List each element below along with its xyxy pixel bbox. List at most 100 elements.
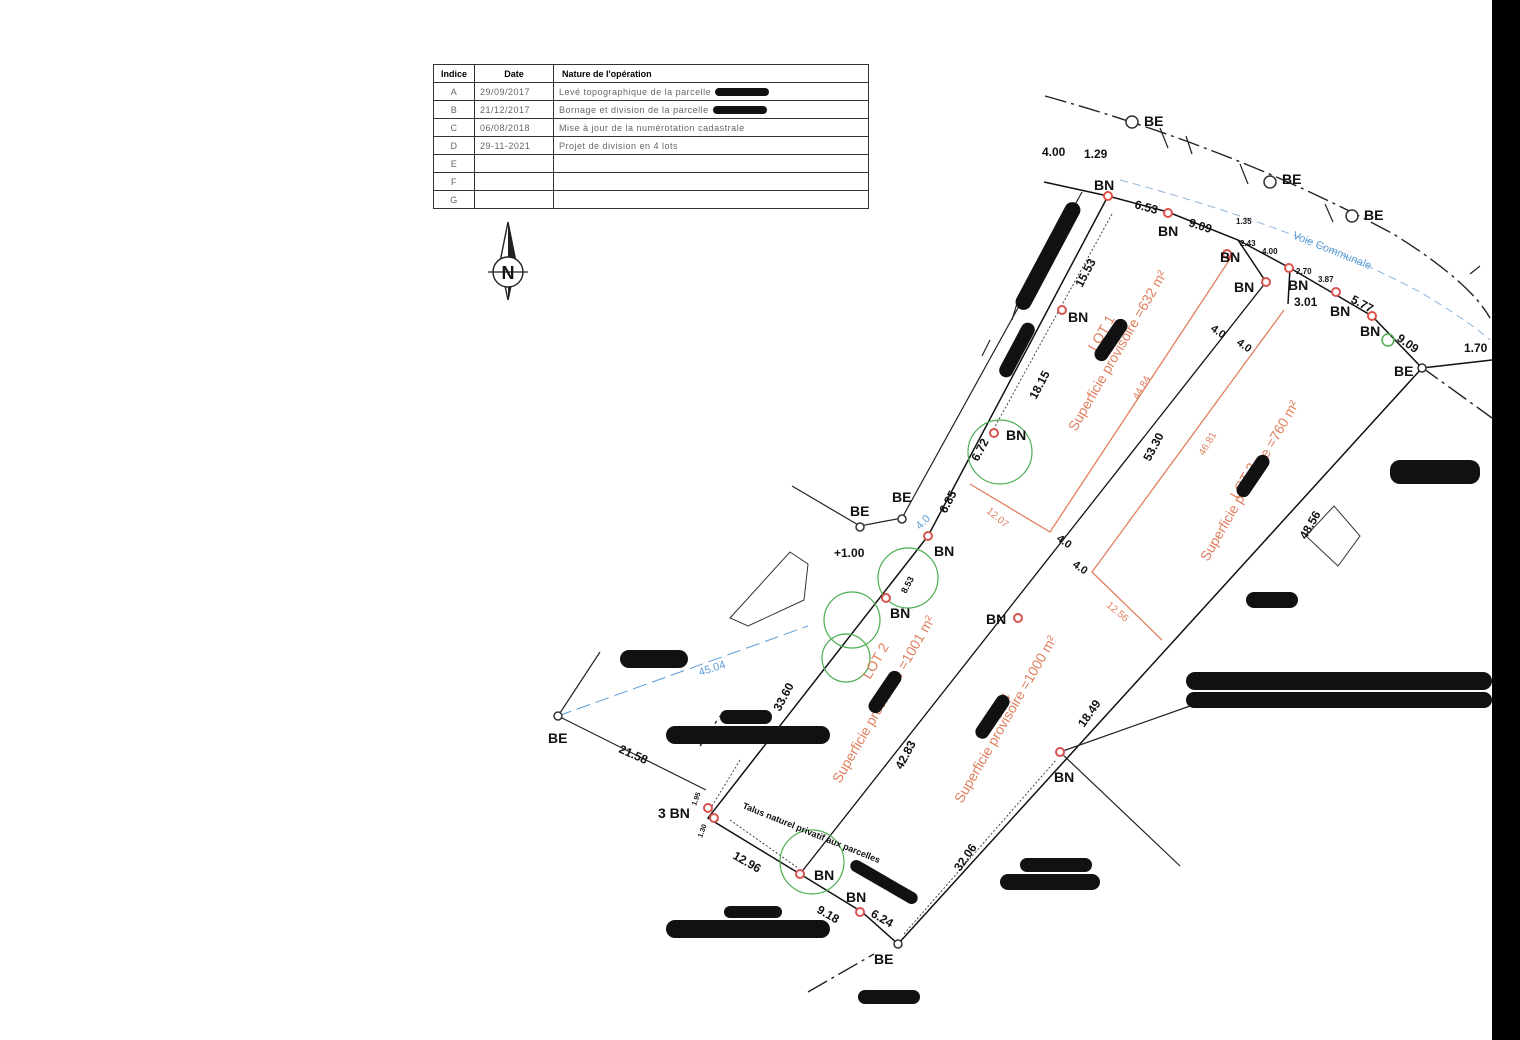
bn-label: BN [814,867,834,883]
tree-icon [967,419,1033,485]
dimension-label: 9.09 [1187,216,1214,237]
dimension-label: 6.24 [869,906,897,930]
north-label: N [502,263,515,283]
revision-table-header: Indice Date Nature de l'opération [433,64,869,83]
bn-label: BN [986,611,1006,627]
marker-icon [1103,191,1113,201]
marker-icon [1222,249,1232,259]
dimension-label: 1.95 [691,791,702,806]
row-nature-text: Levé topographique de la parcelle [559,86,712,97]
be-label: BE [874,951,893,967]
dimension-label: 12.96 [731,848,764,875]
marker-icon [881,593,891,603]
lot-4-area: Superficie provisoire =1000 m² [951,632,1060,805]
bn-label: BN [1330,303,1350,319]
green-markers [1381,333,1395,347]
bn-label: BN [1288,277,1308,293]
dimension-label: 3.87 [1318,275,1334,284]
neighbour-lines-dashed [557,625,809,717]
redaction-mark [868,670,902,714]
marker-icon [709,813,719,823]
dimension-label: 4.00 [1042,145,1066,159]
be-label: BE [1144,113,1163,129]
redaction-mark [666,920,830,938]
marker-icon [855,522,865,532]
table-row: B 21/12/2017 Bornage et division de la p… [433,100,869,119]
dimension-label: 32.06 [951,841,980,874]
bn-label: BN [1094,177,1114,193]
dimension-label: 15.53 [1072,256,1099,289]
marker-icon [893,939,903,949]
table-row: D 29-11-2021 Projet de division en 4 lot… [433,136,869,155]
marker-icon [1417,363,1427,373]
bn-label: BN [1220,249,1240,265]
bn-label: BN [890,605,910,621]
dimension-label: 1.29 [1084,147,1108,161]
redaction-mark [858,990,920,1004]
dimension-label: 2.43 [1240,239,1256,248]
neighbour-building [729,505,1361,627]
revision-table: Indice Date Nature de l'opération A 29/0… [433,64,869,209]
redaction-mark [1094,318,1128,362]
dimension-label: 2.70 [1296,267,1312,276]
dimension-label: 4.0 [1070,559,1089,578]
be-label: BE [1364,207,1383,223]
redaction-mark [720,710,772,724]
dimension-label: 4.00 [1262,247,1278,256]
row-nature [553,190,869,209]
marker-icon [897,514,907,524]
redaction-mark [620,650,688,668]
dimension-label: 4.0 [1208,323,1227,342]
marker-icon [1057,305,1067,315]
marker-icon [1284,263,1294,273]
dimension-label: 1.70 [1464,341,1488,355]
lot-1-area: Superficie provisoire =632 m² [1065,267,1170,433]
dimension-label: 44.84 [1131,374,1153,402]
bn-label: BN [1234,279,1254,295]
marker-icon [703,803,713,813]
dimension-label: 9.09 [1394,331,1421,356]
redaction-mark [712,106,767,115]
marker-icon [855,907,865,917]
dimension-label: 4.0 [1054,533,1073,552]
dimension-label: 8.53 [899,575,916,595]
redaction-mark [1020,858,1092,872]
be-label: BE [1394,363,1413,379]
redaction-mark [850,860,918,904]
be-label: BE [1282,171,1301,187]
marker-icon [1381,333,1395,347]
bn-label: BN [1158,223,1178,239]
be-label: BE [548,730,567,746]
tree-icon [821,633,871,683]
survey-markers [703,191,1377,917]
tree-symbols [779,419,1033,895]
marker-icon [1163,208,1173,218]
north-arrow-icon: N [488,221,528,301]
row-nature-text: Bornage et division de la parcelle [559,104,709,115]
dimension-label: 4.0 [1234,337,1253,356]
dimension-label: 45.04 [697,659,727,679]
lot-1-3-outline [969,255,1285,641]
marker-icon [1331,287,1341,297]
marker-icon [553,711,563,721]
dimension-label: 18.49 [1075,697,1104,730]
marker-icon [923,531,933,541]
scan-edge [1492,0,1520,1040]
redaction-mark [1000,874,1100,890]
redaction-mark [1015,202,1081,310]
talus-hatching [711,213,1113,935]
dimension-label: +1.00 [834,546,865,560]
be-label: BE [892,489,911,505]
redaction-mark [1390,460,1480,484]
redaction-mark [724,906,782,918]
marker-icon [1055,747,1065,757]
dimension-label: 1.35 [1236,217,1252,226]
redaction-mark [666,726,830,744]
marker-icon [1013,613,1023,623]
marker-icon [1263,175,1277,189]
tree-icon [779,829,845,895]
dimension-label: 1.30 [697,823,708,838]
dimension-label: 6.53 [1133,197,1159,217]
